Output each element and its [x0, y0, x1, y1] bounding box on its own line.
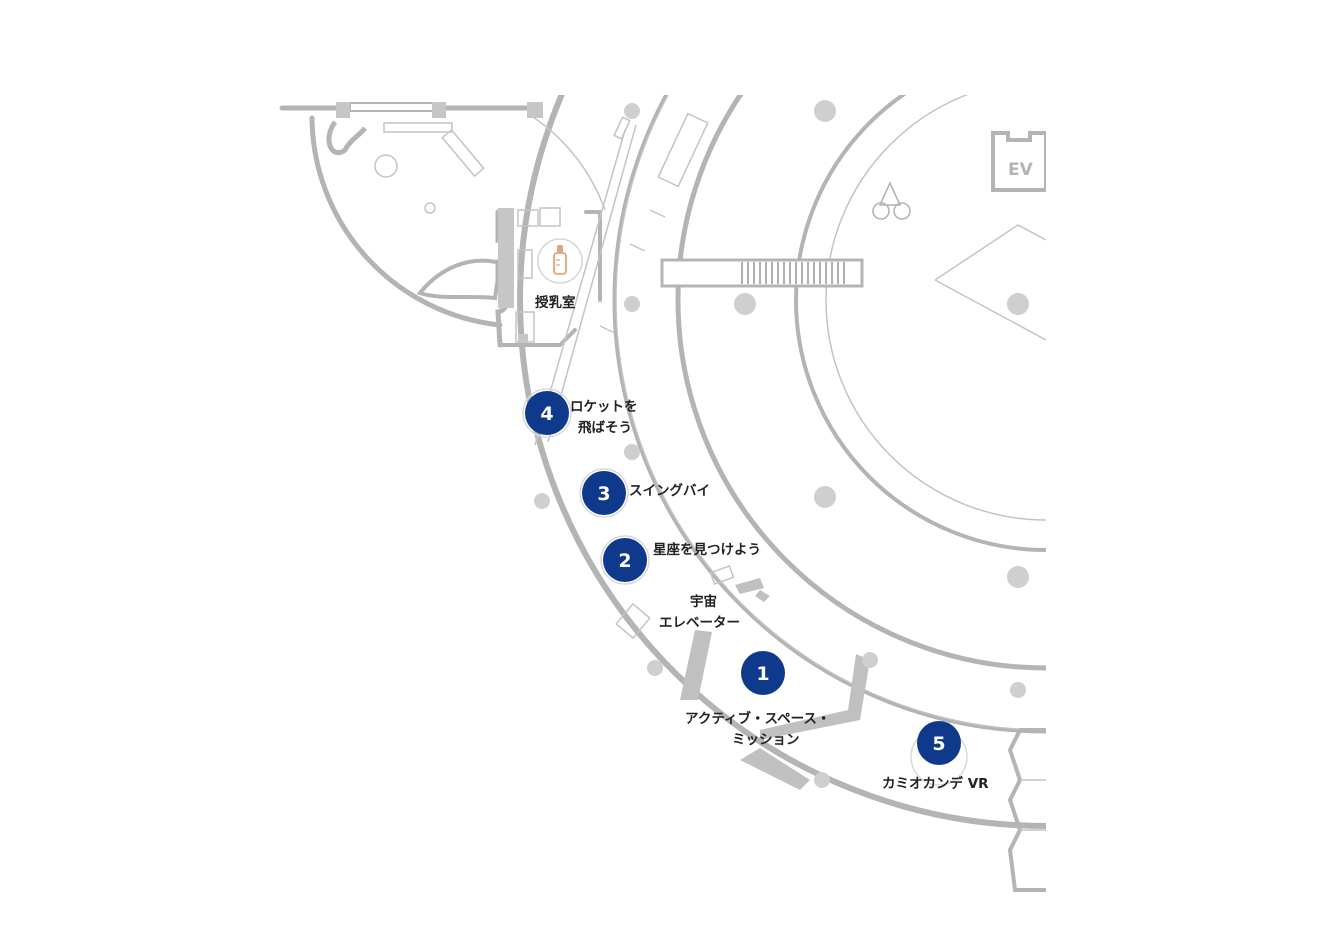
bridge: [660, 258, 864, 288]
curved-bench: [416, 258, 503, 301]
spot-marker-2[interactable]: 2: [600, 535, 650, 585]
spot-number-4: 4: [540, 403, 553, 425]
wide-outer-ring: [612, 95, 1046, 734]
spot-number-5: 5: [932, 733, 945, 755]
wing-window: [349, 102, 435, 112]
theater-wedge: [934, 224, 1046, 341]
spot-label-1-line2[interactable]: ミッション: [732, 732, 800, 748]
spot-number-1: 1: [756, 663, 769, 685]
spot-label-1-line1[interactable]: アクティブ・スペース・: [685, 710, 830, 727]
elevator-block: [991, 131, 1046, 192]
nursing-wing-inner: [529, 114, 606, 211]
theater-outer-ring: [794, 95, 1046, 552]
bench: [441, 128, 485, 178]
spot-marker-3[interactable]: 3: [579, 468, 629, 518]
spot-label-4-line1[interactable]: ロケットを: [570, 399, 638, 415]
elevator-sign: EV: [1008, 160, 1034, 180]
space-elevator-label-line1: 宇宙: [690, 593, 717, 610]
hanging-figure: [872, 181, 911, 220]
sofa-curve: [326, 120, 368, 155]
spot-label-5[interactable]: カミオカンデ VR: [882, 775, 989, 792]
stage-ramp: [680, 630, 712, 700]
baby-bottle-icon: [537, 238, 583, 284]
gallery-ring: [675, 95, 1046, 671]
stairs: [741, 262, 845, 284]
spot-marker-1[interactable]: 1: [741, 651, 785, 695]
outer-floor-wall: [517, 95, 1046, 829]
nursing-wing-wall: [309, 115, 503, 328]
spot-label-2[interactable]: 星座を見つけよう: [653, 541, 761, 558]
space-elevator-label-line2: エレベーター: [659, 615, 740, 631]
spot-marker-5[interactable]: 5: [910, 721, 968, 786]
counter: [383, 122, 453, 133]
vr-booth-wall: [1007, 728, 1046, 892]
theater-inner-ring: [825, 95, 1046, 521]
spot-label-3[interactable]: スイングバイ: [629, 482, 710, 499]
spot-label-4-line2[interactable]: 飛ばそう: [577, 420, 632, 436]
spot-number-2: 2: [618, 550, 631, 572]
pillars: [534, 100, 1029, 788]
spot-number-3: 3: [597, 483, 610, 505]
spot-marker-4[interactable]: 4: [522, 388, 572, 438]
mission-area-wall: [760, 654, 870, 740]
inner-wall-dotted: [615, 95, 1046, 731]
nursing-room-label: 授乳室: [535, 294, 576, 311]
